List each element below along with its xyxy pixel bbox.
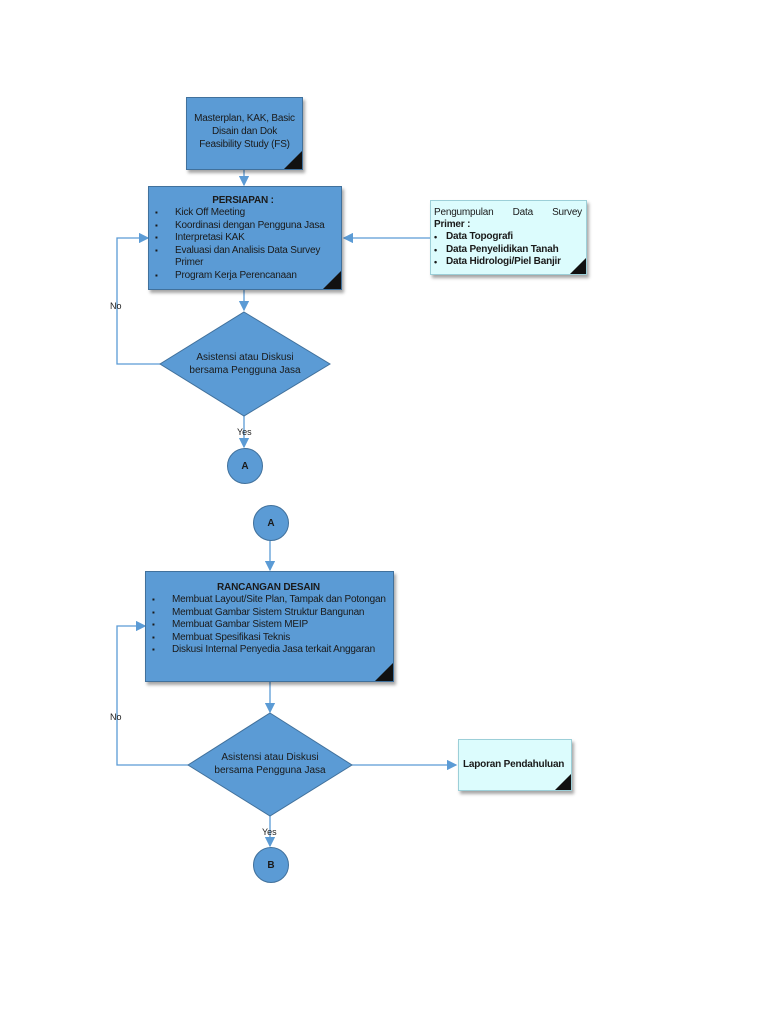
survey-title-word: Data [512,207,534,218]
rancangan-list: Membuat Layout/Site Plan, Tampak dan Pot… [150,594,387,657]
rancangan-title: RANCANGAN DESAIN [217,582,320,593]
persiapan-title: PERSIAPAN : [212,195,274,206]
masterplan-line-3: Feasibility Study (FS) [199,139,290,150]
survey-item: Data Topografi [434,231,582,244]
survey-title-line1: Pengumpulan Data Survey [434,207,582,219]
persiapan-item: Program Kerja Perencanaan [153,270,333,283]
decision2-line-2: bersama Pengguna Jasa [214,765,326,776]
corner-mark [284,151,302,169]
arrow-decision1-no [116,232,160,365]
survey-title-line2: Primer : [434,219,471,230]
arrow-decision2-no [116,620,188,766]
rancangan-item-text: Membuat Layout/Site Plan, Tampak dan Pot… [172,594,386,605]
connector-a-end: A [227,448,263,484]
rancangan-item: Membuat Gambar Sistem Struktur Bangunan [150,607,387,620]
laporan-box: Laporan Pendahuluan [458,739,572,791]
rancangan-item: Membuat Layout/Site Plan, Tampak dan Pot… [150,594,387,607]
decision2-line-1: Asistensi atau Diskusi [221,752,319,763]
decision2-yes-label: Yes [262,827,277,837]
corner-mark [323,271,341,289]
survey-item: Data Hidrologi/Piel Banjir [434,256,582,269]
survey-list: Data Topografi Data Penyelidikan Tanah D… [434,231,582,269]
masterplan-line-1: Masterplan, KAK, Basic [194,113,295,124]
decision2-no-label: No [110,712,122,722]
decision1-diamond [159,311,331,417]
rancangan-item: Membuat Gambar Sistem MEIP [150,619,387,632]
laporan-label: Laporan Pendahuluan [463,759,565,770]
decision1-line-2: bersama Pengguna Jasa [189,365,301,376]
rancangan-box: RANCANGAN DESAIN Membuat Layout/Site Pla… [145,571,394,682]
decision2-text: Asistensi atau Diskusi bersama Pengguna … [190,751,350,777]
persiapan-list: Kick Off Meeting Koordinasi dengan Pengg… [153,207,333,282]
persiapan-item: Kick Off Meeting [153,207,333,220]
persiapan-item: Koordinasi dengan Pengguna Jasa [153,220,333,233]
survey-title-word: Survey [552,207,582,218]
persiapan-box: PERSIAPAN : Kick Off Meeting Koordinasi … [148,186,342,290]
corner-mark [555,774,571,790]
rancangan-item: Diskusi Internal Penyedia Jasa terkait A… [150,644,387,657]
decision1-no-label: No [110,301,122,311]
decision2-diamond [187,712,353,817]
persiapan-item: Interpretasi KAK [153,232,333,245]
rancangan-item: Membuat Spesifikasi Teknis [150,632,387,645]
decision1-text: Asistensi atau Diskusi bersama Pengguna … [164,351,326,377]
persiapan-item: Evaluasi dan Analisis Data Survey Primer [153,245,333,270]
masterplan-box: Masterplan, KAK, Basic Disain dan Dok Fe… [186,97,303,170]
survey-item: Data Penyelidikan Tanah [434,244,582,257]
connector-a-start: A [253,505,289,541]
survey-data-box: Pengumpulan Data Survey Primer : Data To… [430,200,587,275]
corner-mark [375,663,393,681]
connector-b: B [253,847,289,883]
decision1-line-1: Asistensi atau Diskusi [196,352,294,363]
corner-mark [570,258,586,274]
decision1-yes-label: Yes [237,427,252,437]
masterplan-line-2: Disain dan Dok [211,126,277,137]
survey-title-word: Pengumpulan [434,207,494,218]
